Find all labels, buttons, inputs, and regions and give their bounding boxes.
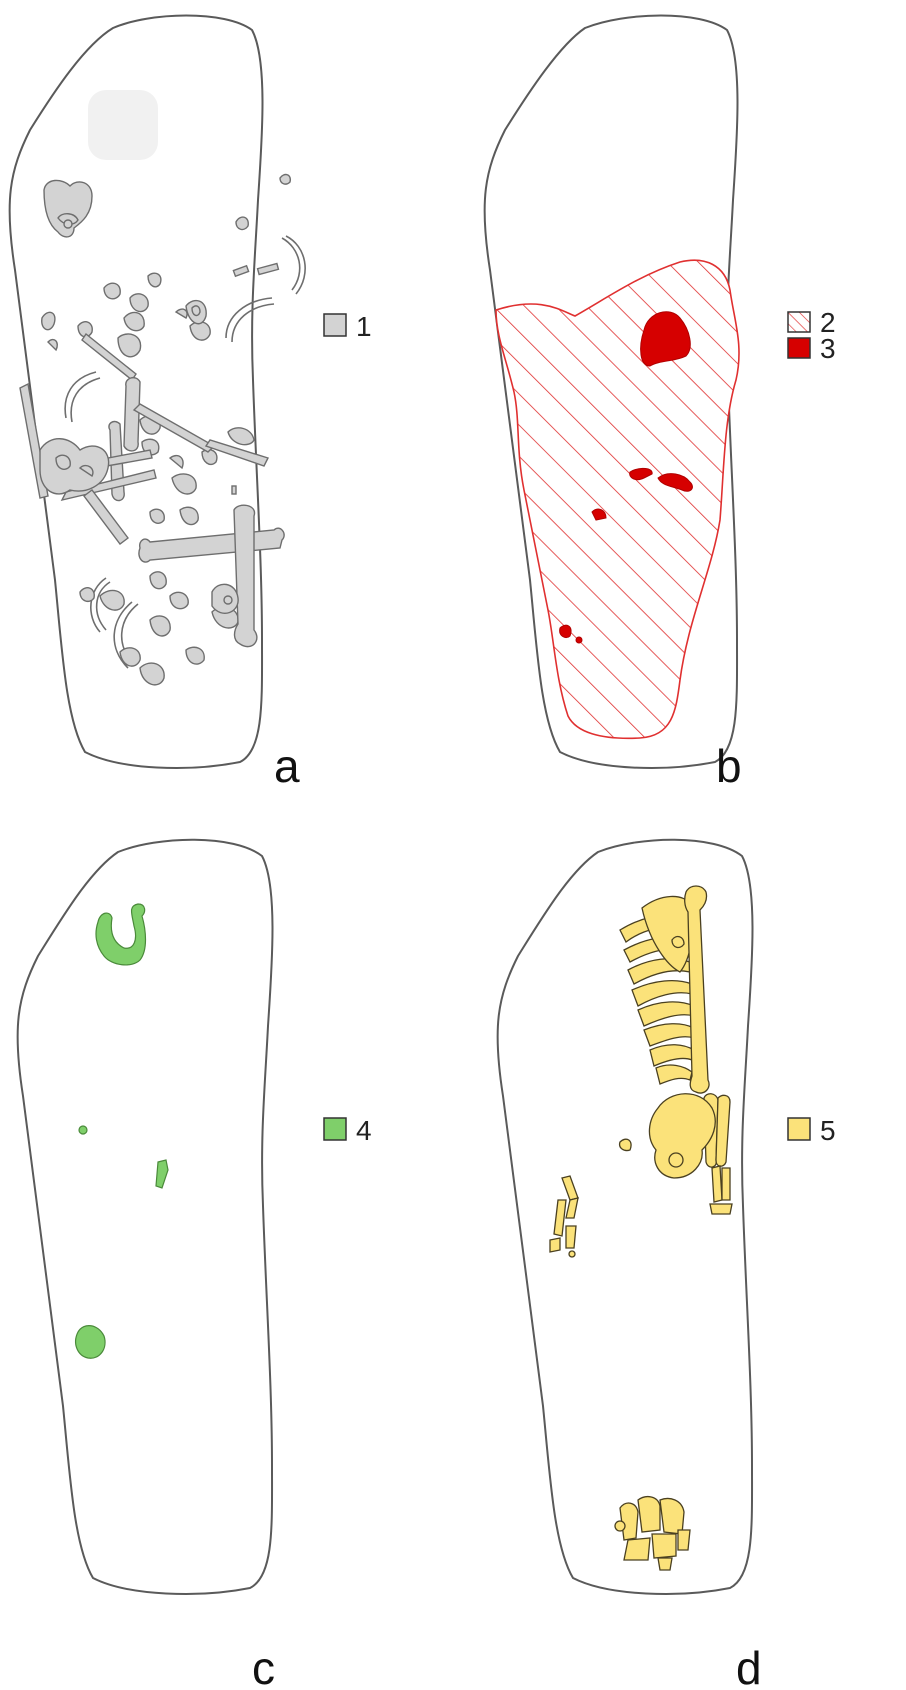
legend-label-4: 4 (356, 1115, 372, 1146)
legend-label-5: 5 (820, 1115, 836, 1146)
legend-a: 1 (324, 311, 372, 342)
panel-b: 2 3 b (485, 16, 836, 793)
legend-swatch-2 (788, 312, 810, 332)
panel-letter-b: b (716, 740, 742, 792)
legend-swatch-1 (324, 314, 346, 336)
panel-a: 1 a (10, 16, 372, 793)
panel-d: 5 d (498, 840, 836, 1690)
legend-b: 2 3 (788, 307, 836, 364)
faint-patch (88, 90, 158, 160)
legend-c: 4 (324, 1115, 372, 1146)
panel-c: 4 c (18, 840, 372, 1690)
legend-label-3: 3 (820, 333, 836, 364)
skull (44, 180, 92, 237)
panel-letter-d: d (736, 1642, 762, 1690)
legend-swatch-5 (788, 1118, 810, 1140)
panel-letter-c: c (252, 1642, 275, 1690)
legend-label-1: 1 (356, 311, 372, 342)
legend-swatch-3 (788, 338, 810, 358)
legend-d: 5 (788, 1115, 836, 1146)
panel-letter-a: a (274, 740, 300, 792)
grave-outline-c (18, 840, 273, 1594)
legend-swatch-4 (324, 1118, 346, 1140)
green-bones (76, 904, 168, 1358)
hatched-zone (496, 260, 739, 738)
yellow-skeleton (550, 886, 732, 1570)
